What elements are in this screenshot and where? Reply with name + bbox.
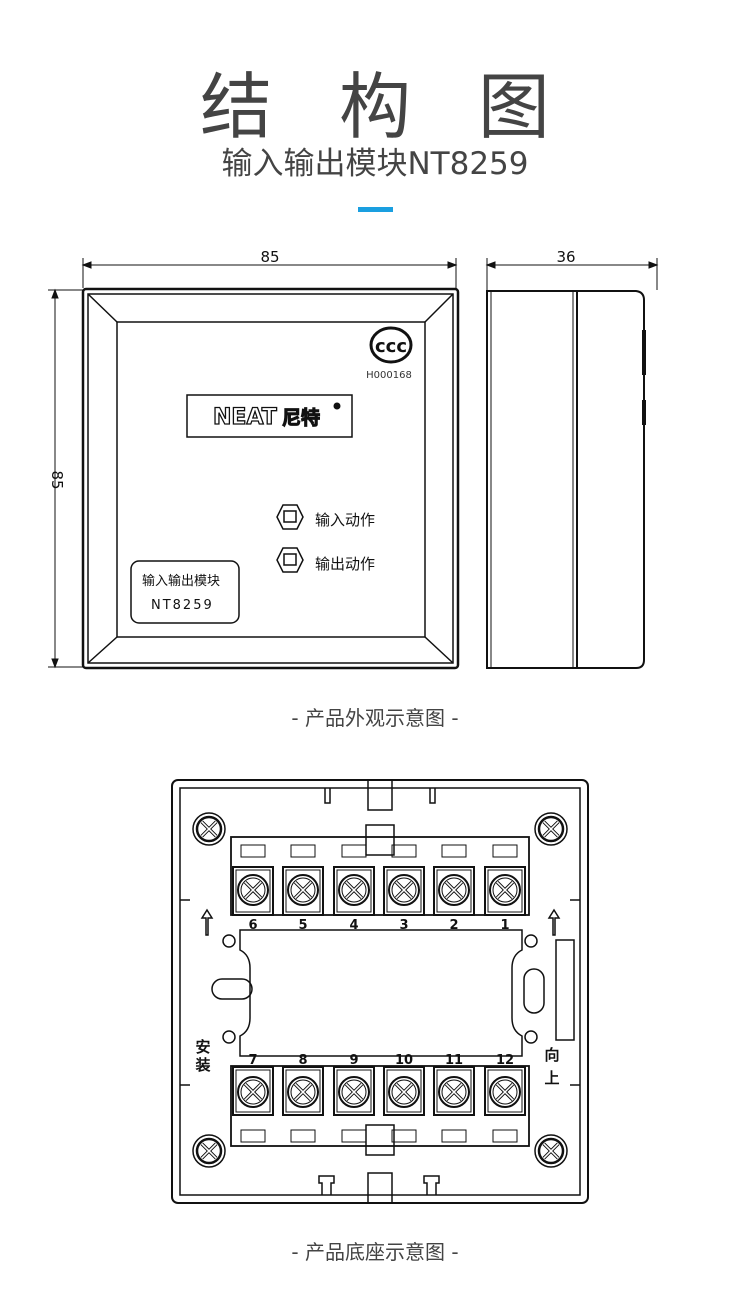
terminal-9: 9 <box>333 1053 375 1143</box>
terminal-number: 6 <box>248 918 257 933</box>
terminal-1: 1 <box>484 844 526 933</box>
terminal-7: 7 <box>232 1053 274 1143</box>
accent-bar <box>358 207 393 212</box>
install-text-right-1: 向 <box>544 1046 559 1064</box>
terminal-6: 6 <box>232 844 274 933</box>
cert-code: H000168 <box>366 370 412 381</box>
appearance-caption: - 产品外观示意图 - <box>291 706 459 730</box>
terminal-3: 3 <box>383 844 425 933</box>
brand-logo: NEAT <box>213 405 277 430</box>
model-label-name: 输入输出模块 <box>142 573 220 589</box>
mounting-screw-icon <box>534 1134 568 1168</box>
terminal-8: 8 <box>282 1053 324 1143</box>
terminal-number: 9 <box>349 1053 358 1068</box>
base-caption: - 产品底座示意图 - <box>291 1240 459 1264</box>
model-label-box <box>130 560 240 624</box>
front-height-label: 85 <box>48 470 66 489</box>
install-text-left-2: 装 <box>194 1056 211 1074</box>
output-led-label: 输出动作 <box>315 555 375 573</box>
terminal-number: 4 <box>349 918 358 933</box>
mounting-screw-icon <box>534 812 568 846</box>
terminal-11: 11 <box>433 1053 475 1143</box>
terminal-2: 2 <box>433 844 475 933</box>
mounting-screw-icon <box>192 812 226 846</box>
terminal-number: 11 <box>445 1053 463 1068</box>
front-height-dimension <box>48 288 83 669</box>
side-depth-dimension <box>485 258 659 290</box>
svg-text:ccc: ccc <box>375 336 407 357</box>
front-width-label: 85 <box>260 248 279 266</box>
brand-plate <box>186 394 353 438</box>
side-depth-label: 36 <box>556 248 575 266</box>
terminal-number: 1 <box>500 918 509 933</box>
output-led-icon <box>276 547 304 573</box>
terminal-number: 12 <box>496 1053 514 1068</box>
terminal-number: 10 <box>395 1053 413 1068</box>
page-title: 结 构 图 <box>200 65 572 149</box>
terminal-number: 3 <box>399 918 408 933</box>
terminal-12: 12 <box>484 1053 526 1143</box>
terminal-number: 2 <box>449 918 458 933</box>
brand-logo-cn: 尼特 <box>282 407 320 429</box>
input-led-label: 输入动作 <box>315 511 375 529</box>
terminal-number: 8 <box>298 1053 307 1068</box>
model-label-number: NT8259 <box>151 598 214 613</box>
terminal-number: 7 <box>248 1053 257 1068</box>
install-text-left-1: 安 <box>195 1038 210 1056</box>
input-led-icon <box>276 504 304 530</box>
side-view <box>486 290 646 669</box>
terminal-5: 5 <box>282 844 324 933</box>
front-width-dimension <box>81 258 458 288</box>
product-subtitle: 输入输出模块NT8259 <box>221 146 529 182</box>
base-view <box>171 779 589 1204</box>
ccc-cert-icon: ccc <box>369 326 413 364</box>
terminal-10: 10 <box>383 1053 425 1143</box>
mounting-screw-icon <box>192 1134 226 1168</box>
install-text-right-2: 上 <box>544 1069 559 1087</box>
front-view <box>81 287 460 670</box>
terminal-number: 5 <box>298 918 307 933</box>
terminal-4: 4 <box>333 844 375 933</box>
registered-icon <box>333 402 341 410</box>
